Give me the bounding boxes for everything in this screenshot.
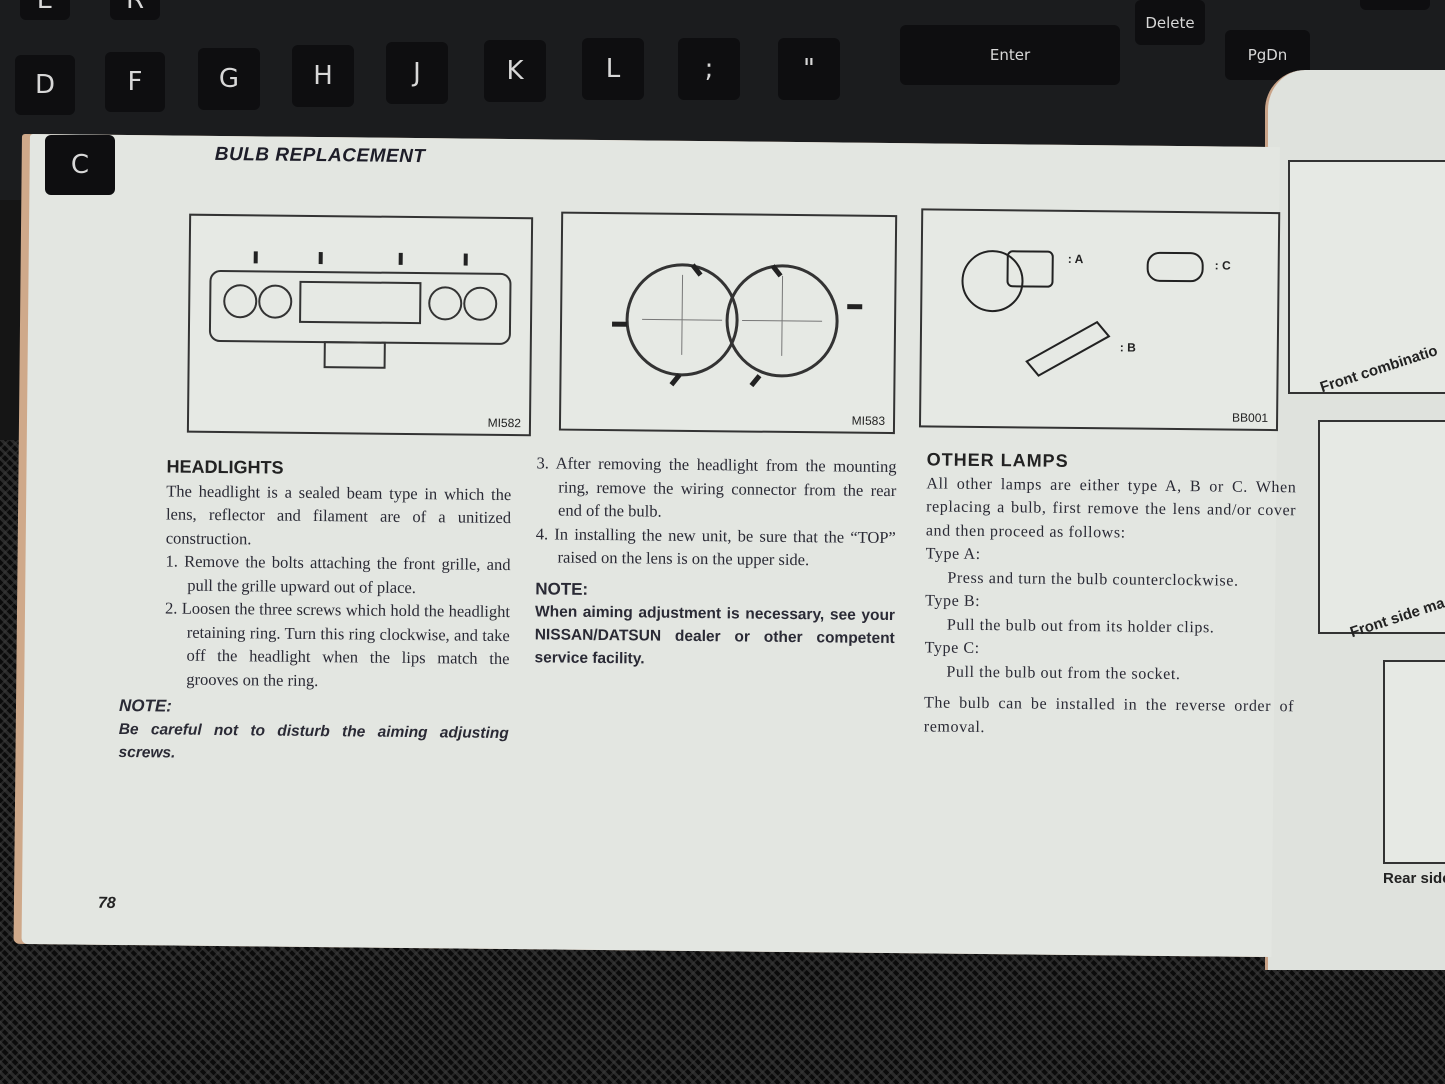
headlight-ring-illustration [612,263,863,388]
figure-bulb-types: : A : B : C BB001 [918,208,1281,432]
bulb-label-c: : C [1214,258,1231,273]
step-3: 3. After removing the headlight from the… [536,453,897,521]
figure-front-combination [1288,160,1445,394]
caption-rear-side-marker: Rear side [1383,870,1445,887]
step-2: 2. Loosen the three screws which hold th… [164,598,511,690]
key-f: F [105,52,165,112]
bulb-label-b: : B [1119,340,1136,355]
type-a-text: Press and turn the bulb counterclockwise… [947,569,1239,590]
note2-text: When aiming adjustment is necessary, see… [534,603,896,668]
bulb-label-a: : A [1067,251,1084,267]
car-front-illustration [208,251,512,369]
key-j: J [386,42,448,104]
key-semicolon: ; [678,38,740,100]
manual-page: BULB REPLACEMENT MI582 MI583 [21,134,1296,958]
column-other-lamps: OTHER LAMPS All other lamps are either t… [924,448,1297,742]
figure-code: MI582 [487,415,522,431]
key-e: E [20,0,70,20]
key-r: R [110,0,160,20]
note1-text: Be careful not to disturb the aiming adj… [118,720,509,762]
page-number: 78 [97,894,116,912]
column-headlights: HEADLIGHTS The headlight is a sealed bea… [118,455,512,767]
figure-car-front-grille: MI582 [186,213,534,437]
key-d: D [15,55,75,115]
type-b-text: Pull the bulb out from its holder clips. [946,616,1215,636]
key-c: C [45,135,115,195]
headlights-intro: The headlight is a sealed beam type in w… [165,480,512,548]
type-c-text: Pull the bulb out from the socket. [946,663,1181,683]
figure-front-side-marker [1318,420,1445,634]
key-home: Home [1360,0,1430,10]
headlights-heading: HEADLIGHTS [166,456,284,478]
other-lamps-closing: The bulb can be installed in the reverse… [923,694,1295,736]
right-page: Front combinatio Front side ma Rear side [1265,70,1445,970]
step-1: 1. Remove the bolts attaching the front … [165,551,511,597]
key-quote: " [778,38,840,100]
key-h: H [292,45,354,107]
other-lamps-intro: All other lamps are either type A, B or … [925,474,1297,541]
page-title: BULB REPLACEMENT [214,143,426,168]
key-delete: Delete [1135,0,1205,45]
figure-headlight-ring: MI583 [558,211,898,435]
figure-rear-side-marker [1383,660,1445,864]
column-headlights-continued: 3. After removing the headlight from the… [534,451,896,673]
other-lamps-heading: OTHER LAMPS [926,449,1069,471]
key-l: L [582,38,644,100]
step-4: 4. In installing the new unit, be sure t… [535,523,896,570]
figure-code: BB001 [1231,410,1269,425]
key-g: G [198,48,260,110]
figure-code: MI583 [851,413,886,428]
key-enter: Enter [900,25,1120,85]
key-k: K [484,40,546,102]
bulb-types-illustration [961,250,1204,377]
